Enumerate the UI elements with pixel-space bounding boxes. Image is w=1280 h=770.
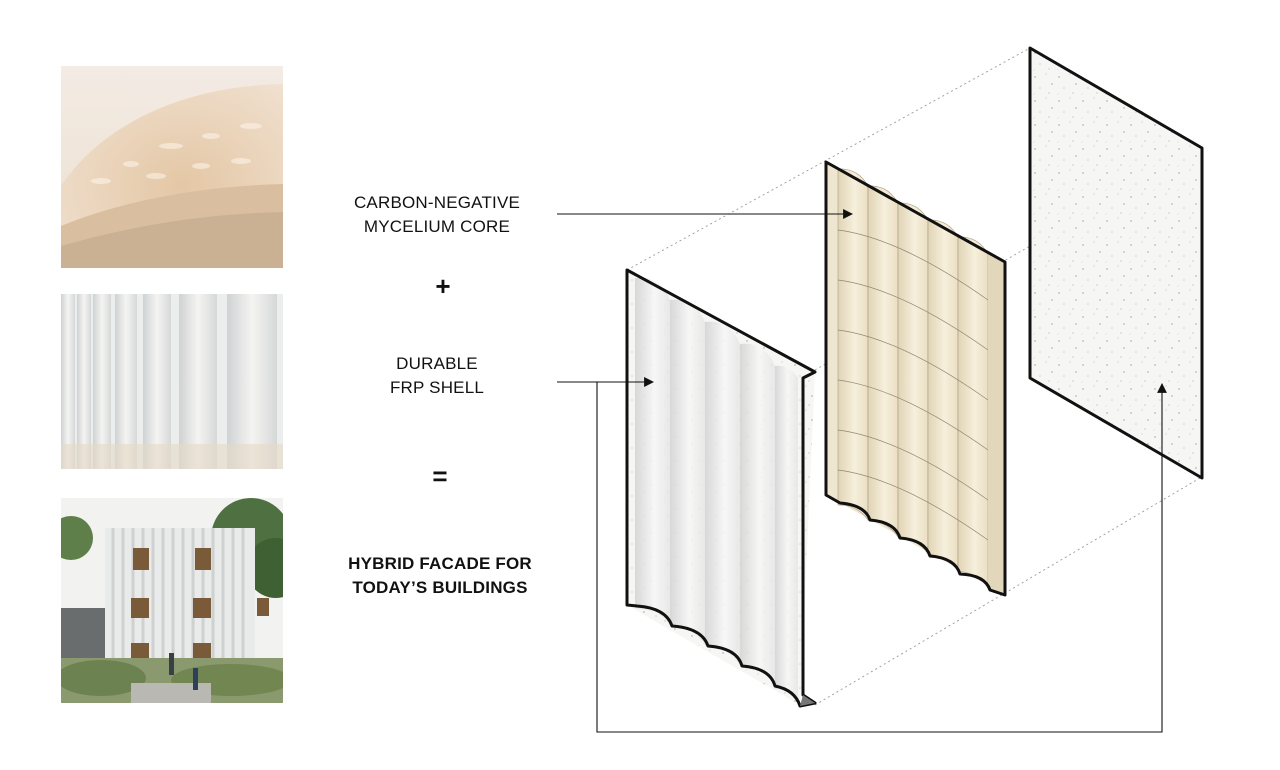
mycelium-core-label: CARBON-NEGATIVE MYCELIUM CORE: [353, 193, 521, 236]
frp-shell-photo: [61, 294, 283, 469]
mycelium-core-photo: [61, 66, 283, 268]
frp-shell-label: DURABLE FRP SHELL: [389, 354, 485, 397]
mycelium-core-panel: [824, 160, 1007, 597]
finish-leader-arrow: [596, 382, 1167, 733]
leader-arrows: [557, 209, 1167, 733]
plus-symbol: +: [435, 271, 451, 301]
flat-back-panel: [1028, 46, 1204, 480]
frp-shell-panel: [625, 268, 817, 708]
building-rendering-photo: [61, 498, 283, 703]
equals-symbol: =: [432, 461, 448, 491]
hybrid-facade-label: HYBRID FACADE FOR TODAY’S BUILDINGS: [348, 554, 532, 597]
